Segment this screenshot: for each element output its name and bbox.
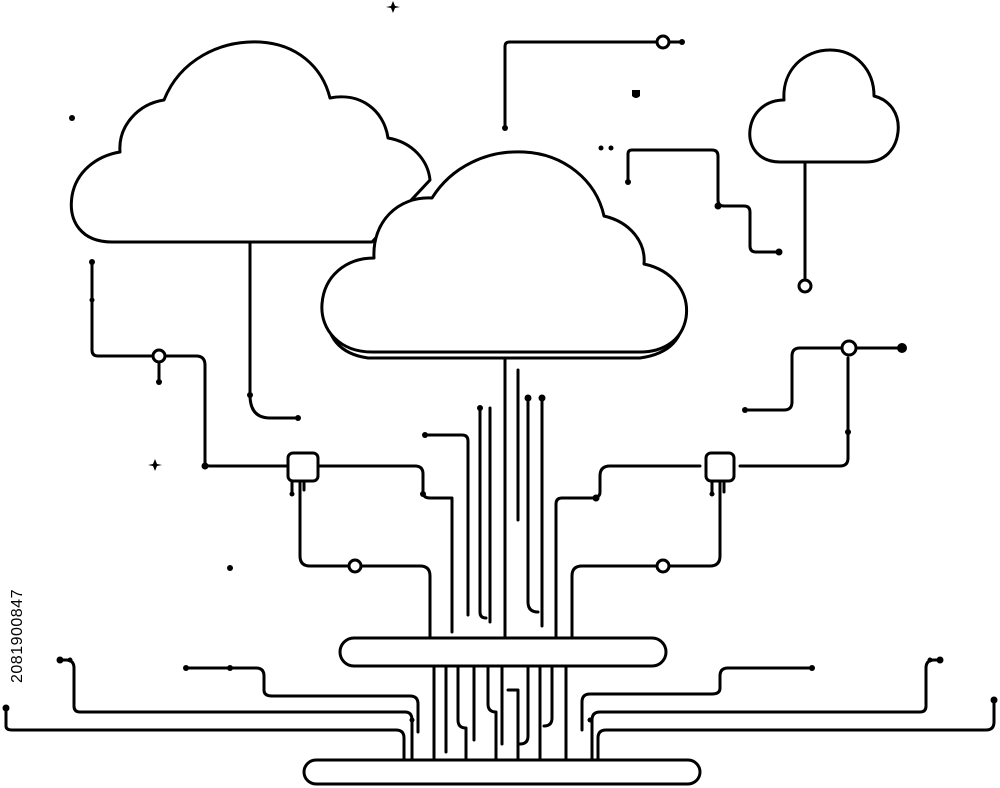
marker-tab — [632, 90, 640, 98]
dot — [420, 491, 426, 497]
node-left-side — [151, 348, 167, 364]
node-right-cloud-end — [797, 278, 813, 294]
dot — [2, 704, 10, 712]
right-cloud — [748, 48, 900, 164]
platform-connector-5 — [486, 664, 498, 762]
node-left-lower — [347, 558, 363, 574]
platforms — [302, 636, 702, 786]
platform-connector-3 — [456, 664, 468, 762]
right-chip-up-trace — [738, 356, 850, 468]
dot — [587, 717, 593, 723]
stock-image-id: 2081900847 — [9, 589, 26, 683]
dot — [845, 429, 851, 435]
right-chip — [704, 451, 736, 483]
right-zigzag-trace — [743, 346, 844, 412]
dot — [927, 657, 933, 663]
node-right-lower — [655, 558, 671, 574]
left-node-trace — [164, 354, 290, 468]
dot — [477, 405, 483, 411]
dot — [227, 565, 233, 571]
dot — [422, 432, 428, 438]
sparkle-icon — [148, 459, 162, 471]
dot — [524, 394, 532, 402]
dot — [714, 202, 722, 210]
bottom-right-trace-c — [580, 666, 814, 732]
dot — [990, 696, 998, 704]
platform-connector-10 — [542, 664, 554, 728]
dot — [409, 717, 415, 723]
dot — [809, 665, 815, 671]
dot — [625, 179, 631, 185]
nodes — [151, 34, 858, 574]
upper-platform — [338, 636, 668, 668]
sparkle-icon — [386, 1, 400, 13]
left-chip-down-trace — [298, 478, 350, 568]
clouds — [69, 40, 900, 360]
endpoint-dots — [2, 39, 998, 723]
lower-platform — [302, 758, 702, 786]
platform-connector-8 — [518, 664, 530, 746]
left-lower-trace — [360, 564, 432, 642]
dot — [69, 115, 75, 121]
dot — [742, 407, 748, 413]
center-left-trace-b — [478, 406, 488, 620]
node-top-center — [655, 34, 671, 50]
left-chip — [286, 451, 320, 483]
center-right-trace-a — [526, 396, 540, 614]
dot — [67, 657, 73, 663]
bottom-left-trace-a — [58, 658, 414, 762]
dot — [679, 39, 685, 45]
dot — [89, 297, 95, 303]
dot — [936, 656, 944, 664]
step-trace — [626, 148, 780, 254]
center-left-trace-a — [423, 433, 470, 617]
dot — [227, 665, 233, 671]
bottom-right-trace-a — [590, 658, 942, 762]
right-lower-trace — [570, 564, 658, 642]
node-right-upper — [840, 339, 858, 357]
dot — [538, 394, 546, 402]
center-cloud — [320, 150, 689, 354]
right-chip-down-trace — [668, 478, 722, 568]
left-cloud-trace — [248, 238, 300, 420]
dot — [201, 462, 209, 470]
dot — [897, 343, 907, 353]
dot — [56, 656, 64, 664]
dot — [289, 491, 295, 497]
bottom-left-trace-c — [184, 666, 420, 734]
dot — [156, 379, 162, 385]
left-chip-right-trace — [316, 464, 454, 634]
left-cloud — [69, 40, 432, 244]
dot — [295, 415, 301, 421]
dot — [502, 125, 508, 131]
top-center-trace — [503, 40, 658, 130]
left-side-trace — [90, 260, 154, 358]
sparkles — [148, 1, 400, 471]
hubs — [286, 451, 736, 483]
dot — [183, 665, 189, 671]
dot — [592, 494, 600, 502]
circuit-lines — [4, 40, 996, 766]
bottom-left-trace-b — [4, 706, 406, 766]
dot — [775, 248, 783, 256]
dot — [709, 491, 715, 497]
dot — [608, 145, 614, 151]
dot — [89, 259, 95, 265]
bottom-right-trace-b — [596, 698, 996, 766]
platform-connector-6 — [506, 688, 520, 762]
right-chip-left-trace — [554, 464, 702, 638]
dot — [247, 392, 253, 398]
dot — [598, 145, 604, 151]
